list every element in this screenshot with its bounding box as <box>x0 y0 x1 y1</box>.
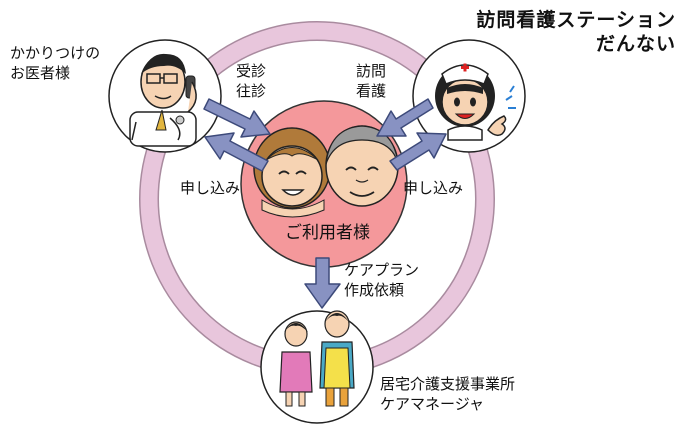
home-nursing-label-line2: 看護 <box>356 82 387 100</box>
home-nursing-label-line1: 訪問 <box>356 62 387 80</box>
arrow-nurse-to-user <box>376 98 434 137</box>
doctor-label-line1: かかりつけの <box>10 44 101 62</box>
care-office-label-line1: 居宅介護支援事業所 <box>380 375 516 393</box>
consult-label: 受診 往診 <box>236 61 266 101</box>
consult-label-line2: 往診 <box>236 82 267 100</box>
application-right-label: 申し込み <box>403 179 464 197</box>
elderly-couple-icon <box>253 125 399 218</box>
arrow-user-to-nurse <box>389 132 447 171</box>
doctor-label: かかりつけの お医者様 <box>10 43 100 83</box>
care-staff-icon <box>279 310 355 407</box>
arrow-user-to-care <box>304 257 341 309</box>
doctor-icon <box>129 53 197 147</box>
care-plan-label: ケアプラン 作成依頼 <box>344 260 419 300</box>
station-title-line2: だんない <box>595 33 676 55</box>
user-label: ご利用者様 <box>285 223 370 243</box>
care-plan-label-line2: 作成依頼 <box>344 281 405 299</box>
care-office-label: 居宅介護支援事業所 ケアマネージャ <box>380 374 515 414</box>
care-manager-circle <box>260 310 374 424</box>
arrow-doctor-to-user <box>203 98 271 138</box>
station-title: 訪問看護ステーション だんない <box>476 8 676 56</box>
nurse-icon <box>435 63 516 141</box>
care-plan-label-line1: ケアプラン <box>344 261 420 279</box>
consult-label-line1: 受診 <box>236 62 267 80</box>
home-nursing-label: 訪問 看護 <box>356 61 386 101</box>
doctor-label-line2: お医者様 <box>10 64 71 82</box>
station-title-line1: 訪問看護ステーション <box>476 9 676 31</box>
arrow-user-to-doctor <box>204 132 269 172</box>
care-office-label-line2: ケアマネージャ <box>380 395 484 413</box>
application-left-label: 申し込み <box>180 179 241 197</box>
